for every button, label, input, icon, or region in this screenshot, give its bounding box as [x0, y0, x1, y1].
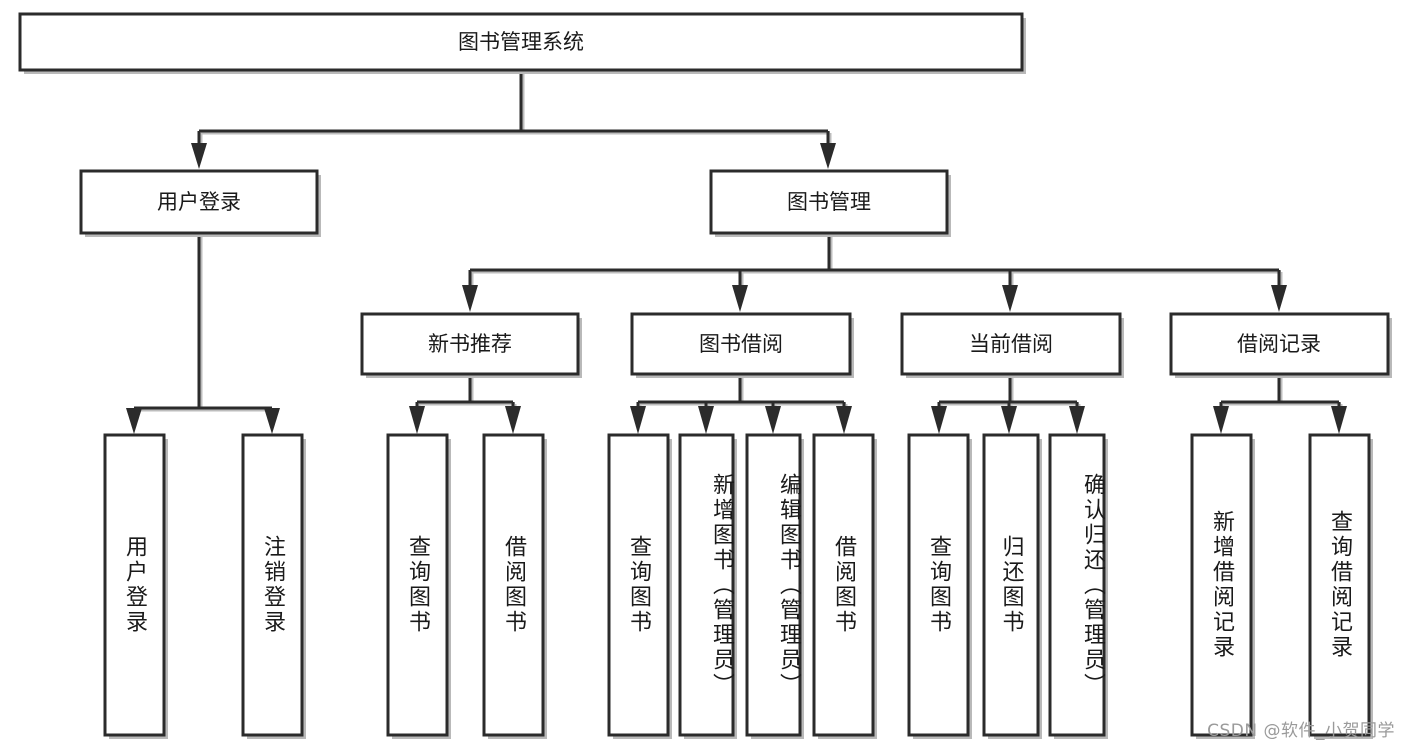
node-user-login[interactable]: 用户登录: [79, 169, 321, 237]
leaf-query-book-1[interactable]: [386, 433, 451, 739]
leaf-query-borrow-record[interactable]: [1308, 433, 1373, 739]
node-book-borrow[interactable]: 图书借阅: [630, 312, 854, 378]
node-user-login-label: 用户登录: [157, 190, 241, 214]
node-new-book-recommend-label: 新书推荐: [428, 332, 512, 356]
connector-currentborrow-to-leaves: [931, 374, 1085, 434]
leaf-query-book-2[interactable]: [607, 433, 672, 739]
leaf-add-book-admin[interactable]: [678, 433, 737, 739]
node-current-borrow-rect[interactable]: [900, 312, 1122, 376]
node-borrow-record[interactable]: 借阅记录: [1169, 312, 1392, 378]
node-borrow-record-label: 借阅记录: [1237, 332, 1321, 356]
node-book-borrow-rect[interactable]: [630, 312, 852, 376]
node-root-label: 图书管理系统: [458, 30, 584, 54]
connector-root-to-level1: [191, 70, 836, 169]
node-new-book-recommend-rect[interactable]: [360, 312, 580, 376]
node-root[interactable]: 图书管理系统: [18, 12, 1026, 74]
node-book-management-rect[interactable]: [709, 169, 949, 235]
connector-newbook-to-leaves: [409, 374, 521, 434]
node-book-management[interactable]: 图书管理: [709, 169, 951, 237]
leaf-user-login[interactable]: [103, 433, 168, 739]
node-new-book-recommend[interactable]: 新书推荐: [360, 312, 582, 378]
connector-bookborrow-to-leaves: [630, 374, 852, 434]
node-user-login-rect[interactable]: [79, 169, 319, 235]
node-book-management-label: 图书管理: [787, 190, 871, 214]
node-current-borrow-label: 当前借阅: [969, 332, 1053, 356]
leaf-add-borrow-record[interactable]: [1190, 433, 1255, 739]
leaf-logout-login[interactable]: [241, 433, 306, 739]
leaf-borrow-book-1[interactable]: [482, 433, 547, 739]
leaf-edit-book-admin[interactable]: [745, 433, 804, 739]
leaf-borrow-book-2[interactable]: [812, 433, 877, 739]
connector-borrowrecord-to-leaves: [1213, 374, 1347, 434]
leaf-confirm-return-admin[interactable]: [1048, 433, 1108, 739]
leaf-query-book-3[interactable]: [907, 433, 972, 739]
csdn-watermark: CSDN @软件_小贺同学: [1207, 721, 1395, 741]
node-book-borrow-label: 图书借阅: [699, 332, 783, 356]
connector-layer: [126, 70, 1347, 434]
connector-userlogin-to-leaves: [126, 233, 280, 434]
node-root-rect[interactable]: [18, 12, 1024, 72]
node-borrow-record-rect[interactable]: [1169, 312, 1390, 376]
leaf-node-group: [103, 433, 1373, 739]
connector-bookmgmt-to-level2: [462, 233, 1287, 312]
leaf-return-book[interactable]: [982, 433, 1042, 739]
node-current-borrow[interactable]: 当前借阅: [900, 312, 1124, 378]
